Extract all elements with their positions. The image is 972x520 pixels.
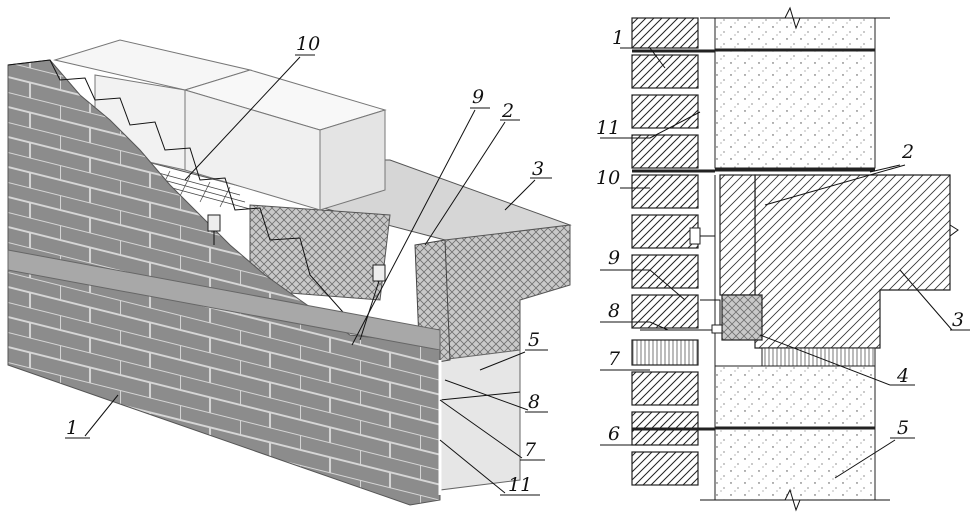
support-bracket <box>640 299 721 331</box>
section-label-9: 9 <box>608 247 620 269</box>
iso-label-2: 2 <box>501 100 514 122</box>
section-label-4: 4 <box>896 365 909 387</box>
lower-block-face <box>439 349 521 491</box>
section-callouts: 1 11 10 9 8 7 6 2 3 4 5 <box>596 27 964 445</box>
iso-label-7: 7 <box>524 439 537 461</box>
iso-label-5: 5 <box>528 329 540 351</box>
section-label-10: 10 <box>596 167 620 189</box>
flexible-tie-section <box>689 227 715 245</box>
section-label-2: 2 <box>901 141 914 163</box>
flexible-tie-1 <box>207 214 221 245</box>
section-label-1: 1 <box>612 27 624 49</box>
iso-label-9: 9 <box>472 86 484 108</box>
section-label-6: 6 <box>608 423 620 445</box>
section-label-11: 11 <box>596 117 620 139</box>
iso-callouts: 10 9 2 3 5 8 7 11 1 <box>66 33 544 496</box>
isometric-view: 10 9 2 3 5 8 7 11 1 <box>7 33 572 506</box>
brick-facade <box>7 59 441 506</box>
section-label-7: 7 <box>608 348 621 370</box>
iso-label-8: 8 <box>528 391 540 413</box>
cross-section-view: 1 11 10 9 8 7 6 2 3 4 5 <box>596 6 970 512</box>
slab-edge-insulation-section <box>719 174 756 296</box>
brick-belt-course <box>7 249 441 351</box>
iso-label-11: 11 <box>508 474 532 496</box>
brick-stepped-edge <box>7 59 441 345</box>
iso-label-10: 10 <box>296 33 320 55</box>
thermal-insert <box>721 294 763 341</box>
slab-front-face <box>444 224 571 366</box>
iso-label-3: 3 <box>532 158 544 180</box>
section-label-8: 8 <box>608 300 620 322</box>
section-label-5: 5 <box>897 417 909 439</box>
aerated-block-2-side <box>319 109 386 211</box>
break-line-slab <box>949 224 959 237</box>
break-line-top <box>700 6 890 30</box>
brick-column <box>631 17 699 486</box>
iso-label-1: 1 <box>66 417 78 439</box>
section-label-3: 3 <box>952 309 964 331</box>
iso-leaders <box>65 54 552 496</box>
lower-block-wall <box>714 365 876 501</box>
break-line-bottom <box>700 488 890 512</box>
floor-slab-section <box>754 174 951 349</box>
section-leaders <box>600 47 970 479</box>
upper-block-wall <box>714 17 876 169</box>
